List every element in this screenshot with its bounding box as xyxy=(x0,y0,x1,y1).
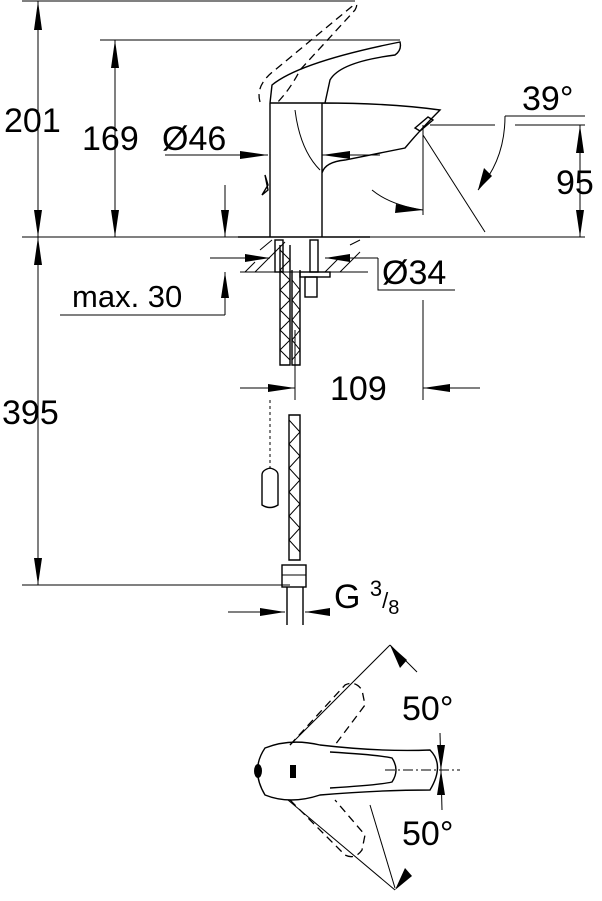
faucet-side-view xyxy=(258,3,442,237)
hoses-and-pop-up xyxy=(261,400,307,625)
connection-denominator: 8 xyxy=(388,597,400,619)
dim-169: 169 xyxy=(82,120,139,158)
dim-max-30: max. 30 xyxy=(72,279,183,314)
dim-shank-diameter: Ø34 xyxy=(382,254,447,292)
dim-395: 395 xyxy=(2,394,59,432)
dim-95: 95 xyxy=(556,164,594,202)
dim-connection: G 3/8 xyxy=(334,576,400,619)
dim-201: 201 xyxy=(4,102,61,140)
faucet-top-view xyxy=(254,644,460,891)
dim-lever-rotation-right: 50° xyxy=(402,815,454,853)
connection-prefix: G xyxy=(334,578,361,616)
dim-spout-angle: 39° xyxy=(522,80,574,118)
dim-109: 109 xyxy=(330,370,387,408)
dim-lever-rotation-left: 50° xyxy=(402,690,454,728)
dimension-arrows xyxy=(34,1,584,616)
dim-body-diameter: Ø46 xyxy=(162,120,227,158)
deck-and-shank xyxy=(238,236,370,366)
connection-numerator: 3 xyxy=(369,576,383,601)
